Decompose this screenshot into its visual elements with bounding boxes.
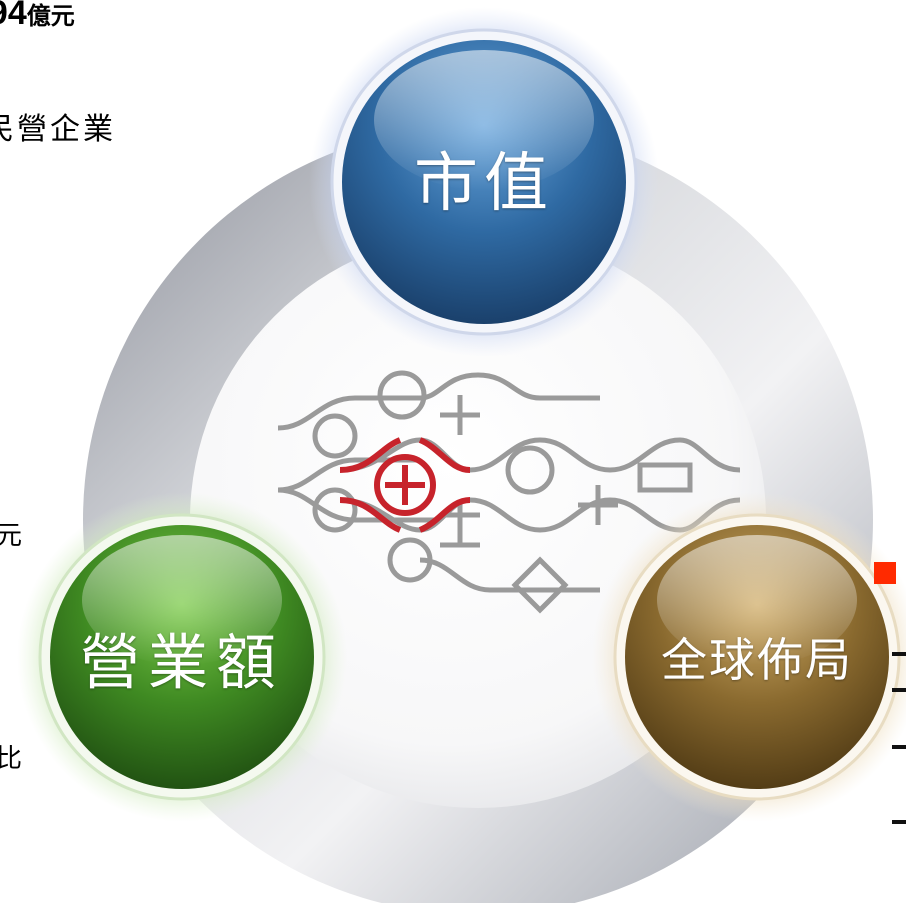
top-figure-unit: 億元 <box>26 1 75 30</box>
left-text-1: 元 <box>0 521 23 551</box>
dash-marker <box>892 820 906 824</box>
red-logo-mark-icon <box>339 437 471 533</box>
global-layout-label: 全球佈局 <box>661 633 853 687</box>
market-value-label: 市值 <box>414 147 554 221</box>
dash-marker <box>892 652 906 656</box>
top-figure-text: 694億元 <box>0 0 75 33</box>
market-value-bubble <box>309 7 659 357</box>
taiwan-corporation-logo-icon <box>277 370 741 614</box>
revenue-label: 營業額 <box>80 628 284 699</box>
global-layout-bubble <box>592 492 906 822</box>
dash-marker <box>892 745 906 749</box>
dash-marker <box>892 688 906 692</box>
top-figure-value: 694 <box>0 0 27 32</box>
red-bullet-marker <box>874 562 896 584</box>
top-description: 民營企業 <box>0 112 116 147</box>
revenue-bubble <box>17 492 347 822</box>
left-text-2: 比 <box>0 744 23 774</box>
